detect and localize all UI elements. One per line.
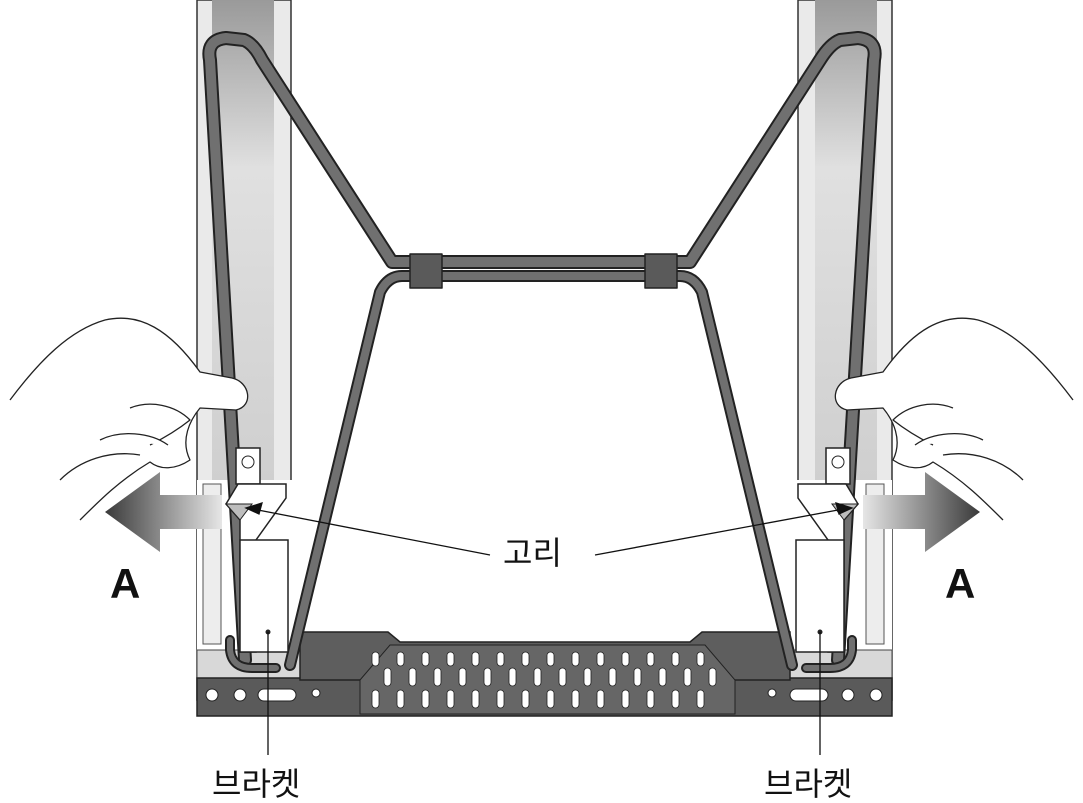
rail-slot bbox=[658, 667, 667, 687]
left-hand bbox=[9, 317, 249, 521]
rail-slot bbox=[621, 651, 630, 667]
rail-slots bbox=[371, 651, 717, 709]
rail-slot bbox=[496, 689, 505, 709]
rail-slot bbox=[496, 651, 505, 667]
right-hand bbox=[834, 317, 1074, 521]
rail-slot bbox=[483, 667, 492, 687]
rail-slot bbox=[521, 689, 530, 709]
rail-slot bbox=[446, 689, 455, 709]
left-direction-label: A bbox=[110, 560, 140, 607]
rail-slot bbox=[546, 689, 555, 709]
right-direction-arrow bbox=[863, 472, 980, 552]
bottom-rail bbox=[196, 631, 893, 717]
hook-leader-lines bbox=[244, 502, 854, 556]
rail-slot bbox=[371, 651, 380, 667]
rail-slot bbox=[371, 689, 380, 709]
left-bracket bbox=[224, 447, 289, 653]
right-direction-label: A bbox=[945, 560, 975, 607]
rail-slot bbox=[396, 651, 405, 667]
rail-slot bbox=[421, 651, 430, 667]
rail-slot bbox=[408, 667, 417, 687]
rail-slot bbox=[558, 667, 567, 687]
rail-slot bbox=[583, 667, 592, 687]
rail-slot bbox=[646, 689, 655, 709]
rail-slot bbox=[696, 689, 705, 709]
rail-slot bbox=[608, 667, 617, 687]
rail-slot bbox=[433, 667, 442, 687]
rail-slot bbox=[621, 689, 630, 709]
hook-label: 고리 bbox=[503, 534, 562, 572]
rail-slot bbox=[696, 651, 705, 667]
rail-slot bbox=[508, 667, 517, 687]
rail-slot bbox=[708, 667, 717, 687]
bracket-right-label: 브라켓 bbox=[764, 765, 852, 803]
rail-slot bbox=[596, 651, 605, 667]
wire-rack bbox=[202, 31, 882, 673]
rail-slot bbox=[446, 651, 455, 667]
rail-slot bbox=[396, 689, 405, 709]
rail-slot bbox=[633, 667, 642, 687]
rail-slot bbox=[471, 689, 480, 709]
left-direction-arrow bbox=[105, 472, 222, 552]
rail-slot bbox=[671, 651, 680, 667]
rail-slot bbox=[571, 689, 580, 709]
rail-slot bbox=[383, 667, 392, 687]
rail-slot bbox=[546, 651, 555, 667]
rail-slot bbox=[471, 651, 480, 667]
rail-slot bbox=[683, 667, 692, 687]
rail-slot bbox=[596, 689, 605, 709]
rail-slot bbox=[571, 651, 580, 667]
rail-slot bbox=[646, 651, 655, 667]
rail-slot bbox=[458, 667, 467, 687]
rail-slot bbox=[521, 651, 530, 667]
rail-slot bbox=[671, 689, 680, 709]
bracket-left-label: 브라켓 bbox=[212, 765, 300, 803]
rail-slot bbox=[421, 689, 430, 709]
rail-slot bbox=[533, 667, 542, 687]
